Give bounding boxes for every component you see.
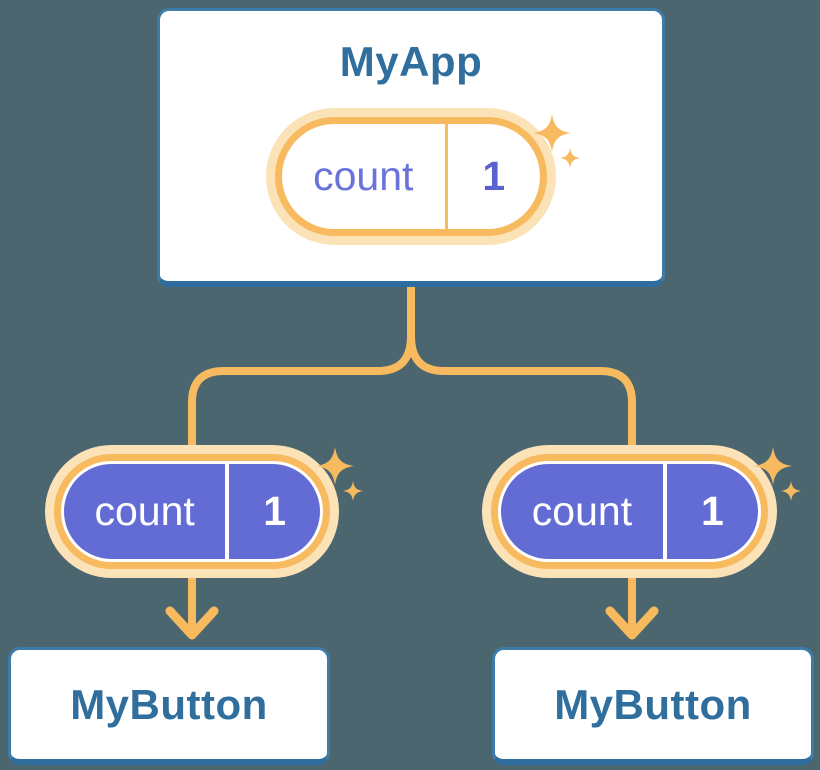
state-pill-child-right: count 1 bbox=[491, 447, 801, 569]
sparkles-icon bbox=[533, 114, 580, 168]
state-value-section: 1 bbox=[448, 124, 540, 229]
state-pill-root: count 1 bbox=[275, 114, 580, 236]
sparkles-icon bbox=[316, 447, 363, 501]
state-value: 1 bbox=[263, 488, 287, 534]
component-title: MyButton bbox=[554, 680, 752, 728]
arrow-down-icon bbox=[165, 606, 219, 640]
sparkles-icon bbox=[754, 447, 801, 501]
component-card-mybutton-left: MyButton bbox=[8, 647, 330, 765]
connector-branch-right bbox=[407, 332, 636, 634]
state-pill-body: count 1 bbox=[282, 124, 540, 229]
state-pill-body: count 1 bbox=[64, 464, 320, 559]
component-title: MyButton bbox=[70, 680, 268, 728]
state-name-section: count bbox=[64, 464, 230, 559]
state-value-section: 1 bbox=[667, 464, 758, 559]
state-name: count bbox=[94, 488, 195, 534]
state-pill-child-left: count 1 bbox=[54, 447, 363, 569]
state-name-section: count bbox=[501, 464, 667, 559]
state-name: count bbox=[531, 488, 633, 534]
state-value: 1 bbox=[482, 153, 506, 199]
component-title: MyApp bbox=[339, 38, 483, 85]
state-name-section: count bbox=[282, 124, 448, 229]
state-pill-body: count 1 bbox=[501, 464, 758, 559]
connector-branch-left bbox=[188, 332, 415, 634]
component-card-mybutton-right: MyButton bbox=[492, 647, 814, 765]
state-value-section: 1 bbox=[229, 464, 320, 559]
state-name: count bbox=[313, 153, 414, 199]
arrow-down-icon bbox=[605, 606, 659, 640]
state-value: 1 bbox=[701, 488, 724, 534]
